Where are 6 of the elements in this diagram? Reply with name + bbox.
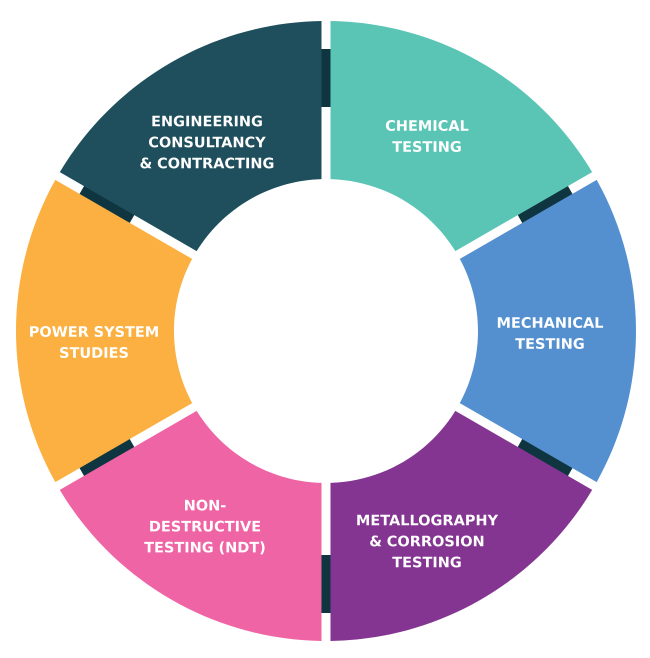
donut-segment: NON- DESTRUCTIVE TESTING (NDT) [60,410,322,641]
donut-segment: MECHANICAL TESTING [460,180,636,482]
donut-segment: METALLOGRAPHY & CORROSION TESTING [330,410,592,641]
donut-segment: ENGINEERING CONSULTANCY & CONTRACTING [60,21,322,252]
donut-segment: CHEMICAL TESTING [330,21,592,252]
donut-segment: POWER SYSTEM STUDIES [16,180,192,482]
